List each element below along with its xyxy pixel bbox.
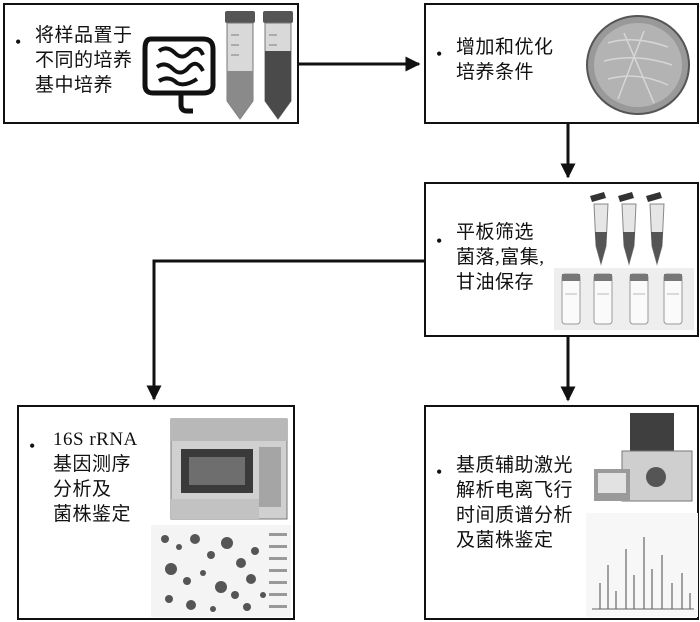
mass-spectrum-icon: [586, 513, 698, 617]
step-box-culture: • 将样品置于 不同的培养 基中培养: [3, 3, 299, 124]
step-box-screen: • 平板筛选 菌落,富集, 甘油保存: [424, 182, 699, 337]
petri-dish-icon: [586, 15, 690, 115]
step-box-maldi: • 基质辅助激光 解析电离飞行 时间质谱分析 及菌株鉴定: [424, 405, 699, 620]
bullet: •: [436, 462, 443, 482]
bullet: •: [15, 32, 22, 52]
step-label-sequencing: 16S rRNA 基因测序 分析及 菌株鉴定: [53, 429, 138, 525]
step-box-sequencing: • 16S rRNA 基因测序 分析及 菌株鉴定: [17, 405, 295, 620]
intestine-icon: [142, 36, 216, 114]
heatmap-icon: [151, 525, 291, 617]
step-label-maldi: 基质辅助激光 解析电离飞行 时间质谱分析 及菌株鉴定: [456, 455, 574, 551]
centrifuge-tubes-icon: [225, 11, 293, 120]
step-box-optimize: • 增加和优化 培养条件: [424, 3, 699, 124]
glycerol-vials-icon: [554, 268, 694, 330]
microtubes-icon: [590, 192, 665, 266]
dna-sequencer-icon: [170, 418, 288, 520]
bullet: •: [436, 44, 443, 64]
step-label-screen: 平板筛选 菌落,富集, 甘油保存: [456, 222, 545, 293]
arrow-screen-to-sequencing: [146, 259, 424, 401]
bullet: •: [436, 231, 443, 251]
step-label-optimize: 增加和优化 培养条件: [456, 37, 554, 83]
bullet: •: [29, 436, 36, 456]
step-label-culture: 将样品置于 不同的培养 基中培养: [35, 25, 133, 96]
mass-spectrometer-icon: [594, 413, 693, 502]
